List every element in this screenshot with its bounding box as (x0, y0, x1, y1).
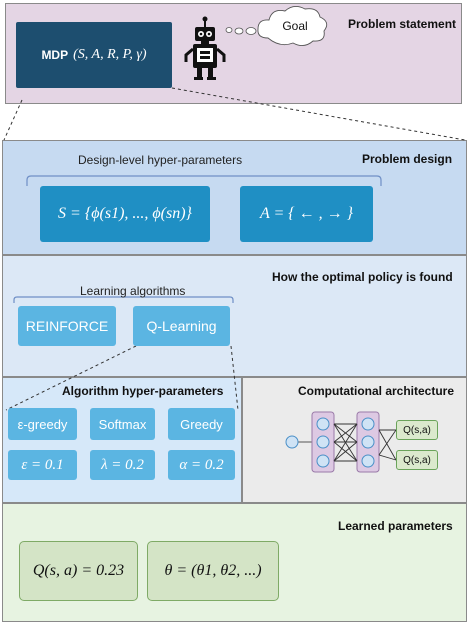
neuron (361, 435, 375, 449)
learned-parameters-title: Learned parameters (338, 519, 453, 533)
state-space-box[interactable]: S = {ϕ(s1), ..., ϕ(sn)} (40, 186, 210, 242)
strategy-epsilon-greedy-label: ε-greedy (17, 416, 68, 432)
algorithm-hyperparameters-panel (2, 377, 242, 503)
goal-label: Goal (282, 19, 308, 33)
neuron (361, 417, 375, 431)
strategy-epsilon-greedy[interactable]: ε-greedy (8, 408, 77, 440)
lambda-value-label: λ = 0.2 (101, 456, 144, 473)
problem-design-title: Problem design (362, 152, 453, 166)
thought-cloud-icon (225, 6, 328, 46)
action-space-box[interactable]: A = { ← , → } (240, 186, 373, 242)
computational-architecture-title: Computational architecture (298, 384, 455, 398)
zoom-line-left (3, 99, 23, 141)
neuron (316, 435, 330, 449)
reinforce-button[interactable]: REINFORCE (18, 306, 116, 346)
learning-algorithms-subtitle: Learning algorithms (80, 284, 186, 298)
network-output-2: Q(s,a) (396, 450, 438, 470)
neuron (361, 454, 375, 468)
q-value-box[interactable]: Q(s, a) = 0.23 (19, 541, 138, 601)
mdp-box[interactable]: MDP (S, A, R, P, γ) (16, 22, 172, 88)
epsilon-value[interactable]: ε = 0.1 (8, 450, 77, 480)
theta-label: θ = (θ1, θ2, ...) (164, 562, 262, 579)
robot-icon (184, 16, 226, 80)
neuron (316, 417, 330, 431)
qlearning-line-left (5, 345, 137, 411)
policy-search-title: How the optimal policy is found (272, 270, 453, 284)
neuron (316, 454, 330, 468)
neural-network-diagram (285, 411, 397, 473)
q-value-label: Q(s, a) = 0.23 (32, 562, 125, 579)
strategy-softmax[interactable]: Softmax (90, 408, 155, 440)
strategy-greedy[interactable]: Greedy (168, 408, 235, 440)
design-hyperparameters-subtitle: Design-level hyper-parameters (78, 153, 243, 167)
alpha-value[interactable]: α = 0.2 (168, 450, 235, 480)
input-neuron (285, 435, 299, 449)
algorithm-hyperparameters-title: Algorithm hyper-parameters (62, 384, 224, 398)
alpha-value-label: α = 0.2 (179, 456, 224, 473)
state-space-formula: S = {ϕ(s1), ..., ϕ(sn)} (58, 205, 192, 222)
algorithms-brace (13, 296, 234, 303)
design-brace (26, 175, 382, 186)
action-space-formula: A = { ← , → } (259, 205, 354, 222)
zoom-line-right (171, 87, 466, 141)
problem-statement-title: Problem statement (348, 17, 457, 31)
qlearning-line-right (230, 345, 239, 411)
lambda-value[interactable]: λ = 0.2 (90, 450, 155, 480)
epsilon-value-label: ε = 0.1 (21, 456, 64, 473)
network-output-1: Q(s,a) (396, 420, 438, 440)
q-learning-button[interactable]: Q-Learning (133, 306, 230, 346)
theta-box[interactable]: θ = (θ1, θ2, ...) (147, 541, 279, 601)
mdp-label: MDP (41, 48, 69, 62)
mdp-tuple: (S, A, R, P, γ) (73, 47, 147, 62)
